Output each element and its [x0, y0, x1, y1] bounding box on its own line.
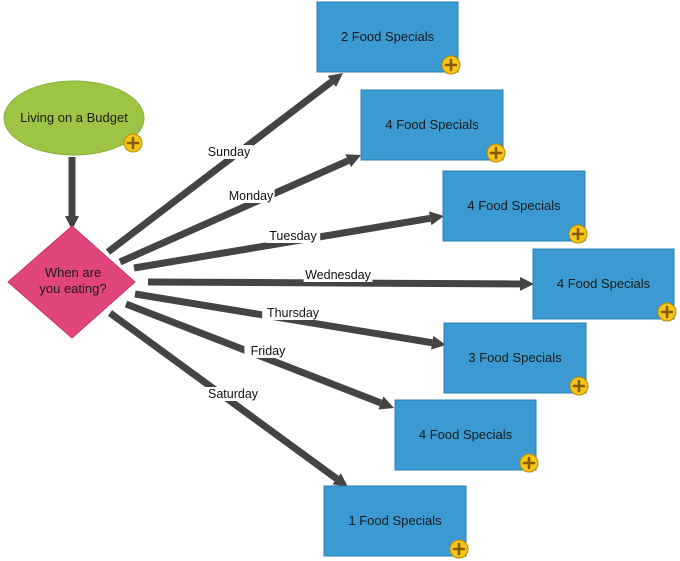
edge-label-bg — [202, 387, 264, 401]
arrow-sunday-shaft — [105, 78, 334, 255]
edge-label-saturday: Saturday — [202, 387, 264, 401]
result-box-label: 3 Food Specials — [468, 350, 562, 365]
add-badge-monday[interactable] — [486, 143, 506, 163]
start-to-decision-arrow — [65, 157, 79, 230]
edge-label-text: Saturday — [208, 387, 259, 401]
edge-label-text: Sunday — [208, 145, 251, 159]
edge-labels-layer: SundayMondayTuesdayWednesdayThursdayFrid… — [202, 145, 373, 401]
decision-node[interactable]: When are you eating? — [7, 225, 136, 339]
result-box-label: 4 Food Specials — [467, 198, 561, 213]
edge-label-text: Thursday — [267, 306, 320, 320]
start-ellipse — [3, 80, 145, 156]
edge-label-text: Friday — [251, 344, 286, 358]
result-box-label: 4 Food Specials — [557, 276, 651, 291]
arrow-wednesday — [147, 276, 534, 291]
arrow-tuesday-shaft — [133, 214, 431, 272]
result-box-rect — [323, 485, 467, 557]
add-badge-friday[interactable] — [519, 453, 539, 473]
edge-label-text: Monday — [229, 189, 274, 203]
edge-label-bg — [244, 344, 292, 358]
add-badge-thursday[interactable] — [569, 376, 589, 396]
edge-label-thursday: Thursday — [262, 306, 324, 320]
arrow-sunday — [105, 73, 343, 255]
edge-label-text: Wednesday — [305, 268, 372, 282]
arrow-wednesday-shaft — [147, 278, 521, 288]
result-box-thursday[interactable]: 3 Food Specials — [443, 322, 587, 394]
arrow-monday-head — [345, 154, 361, 168]
result-box-label: 1 Food Specials — [348, 513, 442, 528]
add-badge-saturday[interactable] — [449, 539, 469, 559]
arrow-sunday-head — [327, 73, 343, 88]
result-boxes-layer: 2 Food Specials 4 Food Specials 4 Food Spe… — [316, 1, 677, 559]
edge-label-bg — [205, 145, 253, 159]
arrow-monday-shaft — [118, 157, 350, 266]
arrow-tuesday — [133, 211, 444, 272]
decision-label-line2: you eating? — [39, 281, 106, 296]
result-box-rect — [442, 170, 586, 242]
result-box-friday[interactable]: 4 Food Specials — [394, 399, 537, 471]
start-to-decision-arrow-head — [65, 216, 79, 230]
arrow-monday — [118, 154, 361, 266]
edge-label-bg — [227, 189, 275, 203]
edge-label-wednesday: Wednesday — [303, 268, 373, 282]
result-box-label: 4 Food Specials — [419, 427, 513, 442]
edge-label-bg — [303, 268, 373, 282]
arrow-tuesday-head — [429, 211, 444, 226]
decision-label-line1: When are — [45, 265, 101, 280]
add-badge-wednesday[interactable] — [657, 302, 677, 322]
start-add-badge[interactable] — [123, 133, 143, 153]
edge-label-monday: Monday — [227, 189, 275, 203]
edge-label-tuesday: Tuesday — [265, 229, 321, 243]
result-box-rect — [532, 248, 675, 320]
start-label: Living on a Budget — [20, 110, 128, 125]
decision-diamond — [7, 225, 136, 339]
result-box-label: 4 Food Specials — [385, 117, 479, 132]
edge-label-bg — [262, 306, 324, 320]
result-box-rect — [316, 1, 459, 73]
result-box-label: 2 Food Specials — [341, 29, 435, 44]
result-box-tuesday[interactable]: 4 Food Specials — [442, 170, 586, 242]
result-box-rect — [394, 399, 537, 471]
add-badge-tuesday[interactable] — [568, 224, 588, 244]
add-badge-sunday[interactable] — [441, 55, 461, 75]
arrow-friday-head — [378, 396, 394, 410]
arrow-saturday-head — [332, 473, 348, 487]
edge-label-friday: Friday — [244, 344, 292, 358]
result-box-wednesday[interactable]: 4 Food Specials — [532, 248, 675, 320]
result-box-saturday[interactable]: 1 Food Specials — [323, 485, 467, 557]
edge-label-text: Tuesday — [269, 229, 317, 243]
edge-label-bg — [265, 229, 321, 243]
arrow-thursday — [134, 290, 446, 350]
edge-label-sunday: Sunday — [205, 145, 253, 159]
result-box-sunday[interactable]: 2 Food Specials — [316, 1, 459, 73]
arrow-thursday-head — [431, 335, 446, 350]
arrow-wednesday-head — [519, 276, 534, 291]
result-box-rect — [360, 89, 504, 161]
start-node[interactable]: Living on a Budget — [3, 80, 145, 156]
result-box-monday[interactable]: 4 Food Specials — [360, 89, 504, 161]
result-box-rect — [443, 322, 587, 394]
